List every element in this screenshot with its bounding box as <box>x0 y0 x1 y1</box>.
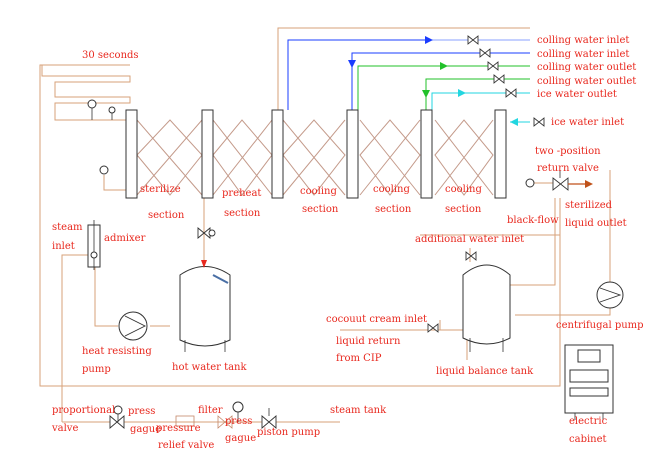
label-liquid-balance-tank: liquid balance tank <box>436 366 534 377</box>
preheat-valve-icon <box>197 227 216 268</box>
label-press-gague-1b: gague <box>130 424 161 435</box>
label-press-gague-2a: press <box>225 416 252 427</box>
label-cooling-water-inlet-1: colling water inlet <box>537 35 629 46</box>
label-cooling-1-section: section <box>302 204 339 215</box>
label-press-gague-1a: press <box>128 406 155 417</box>
label-electric-cabinet-1: electric <box>569 416 608 427</box>
label-two-position-1: two -position <box>535 146 601 157</box>
label-heat-pump-2: pump <box>82 364 111 375</box>
top-feed-line <box>277 27 530 110</box>
hot-water-tank-icon <box>179 266 231 352</box>
cooling-water-outlet-lines <box>357 62 530 110</box>
label-cooling-3: cooling <box>445 184 482 195</box>
label-sterilized-outlet-2: liquid outlet <box>565 218 627 229</box>
label-centrifugal-pump: centrifugal pump <box>556 320 644 331</box>
additional-water-valve-icon <box>465 251 477 261</box>
label-filter: filter <box>198 405 223 416</box>
label-ice-water-outlet: ice water outlet <box>537 89 617 100</box>
label-cooling-3-section: section <box>445 204 482 215</box>
service-line-valves <box>467 35 545 127</box>
label-preheat: preheat <box>222 188 261 199</box>
electric-cabinet-icon <box>564 344 614 420</box>
label-pressure-relief-1: pressure <box>156 423 201 434</box>
heat-pump-icon <box>118 311 148 341</box>
holding-tube <box>41 64 131 121</box>
balance-tank-icon <box>462 264 511 352</box>
label-preheat-section: section <box>224 208 261 219</box>
return-valve-icon <box>525 170 593 191</box>
label-back-flow: black-flow <box>507 215 559 226</box>
label-heat-pump-1: heat resisting <box>82 346 152 357</box>
label-steam-inlet-2: inlet <box>52 241 75 252</box>
label-cooling-water-outlet-1: colling water outlet <box>537 62 636 73</box>
pump-lines <box>94 175 205 327</box>
label-liquid-return-2: from CIP <box>336 353 382 364</box>
main-return-loop <box>39 64 561 387</box>
plate-exchanger-flow <box>136 119 494 196</box>
steam-line-components <box>109 401 277 429</box>
label-cooling-1: cooling <box>300 186 337 197</box>
label-pressure-relief-2: relief valve <box>158 440 214 449</box>
label-additional-water-inlet: additional water inlet <box>415 234 524 245</box>
admixer-icon <box>87 220 101 270</box>
centrifugal-pump-icon <box>596 281 624 309</box>
steam-line <box>61 254 340 423</box>
thermometer-icon <box>87 99 116 175</box>
label-admixer: admixer <box>104 233 146 244</box>
label-steam-tank: steam tank <box>330 405 387 416</box>
label-cooling-water-outlet-2: colling water outlet <box>537 76 636 87</box>
coconut-inlet-valve-icon <box>427 323 439 333</box>
diagram-labels: 30 seconds sterilize section preheat sec… <box>51 35 644 449</box>
cooling-water-inlet-lines <box>287 36 530 110</box>
label-ice-water-inlet: ice water inlet <box>551 117 624 128</box>
label-thirty-seconds: 30 seconds <box>82 50 139 61</box>
label-sterilize: sterilize <box>140 184 181 195</box>
label-two-position-2: return valve <box>537 163 599 174</box>
label-cooling-2-section: section <box>375 204 412 215</box>
exchanger-plates <box>125 109 507 199</box>
label-cooling-water-inlet-2: colling water inlet <box>537 49 629 60</box>
label-proportional-valve-1: proportional <box>52 405 115 416</box>
label-proportional-valve-2: valve <box>51 423 78 434</box>
label-coconut-cream-inlet: cocouut cream inlet <box>326 314 427 325</box>
label-cooling-2: cooling <box>373 184 410 195</box>
label-piston-pump: piston pump <box>257 427 320 438</box>
ice-water-lines <box>431 89 530 126</box>
label-steam-inlet-1: steam <box>52 222 83 233</box>
label-sterilize-section: section <box>148 210 185 221</box>
label-hot-water-tank: hot water tank <box>172 362 247 373</box>
label-press-gague-2b: gague <box>225 433 256 444</box>
label-electric-cabinet-2: cabinet <box>569 434 607 445</box>
label-liquid-return-1: liquid return <box>336 336 401 347</box>
label-sterilized-outlet-1: sterilized <box>565 200 613 211</box>
